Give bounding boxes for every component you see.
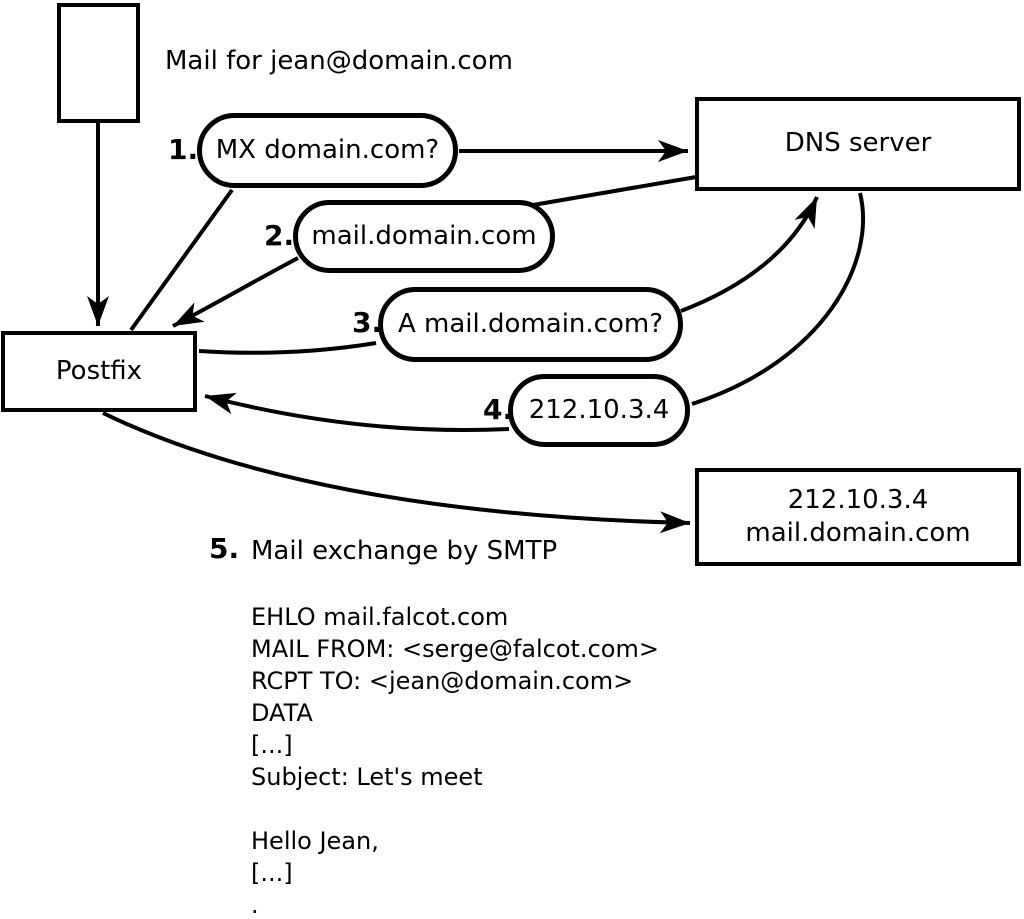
- step-number-3: 3.: [352, 306, 383, 339]
- query-pill-a-label: A mail.domain.com?: [398, 308, 663, 339]
- response-pill-mx-label: mail.domain.com: [311, 220, 537, 251]
- mail-server-hostname: mail.domain.com: [745, 518, 971, 548]
- query-pill-mx-label: MX domain.com?: [215, 134, 440, 165]
- query-pill-a: A mail.domain.com?: [378, 287, 683, 362]
- response-pill-mx: mail.domain.com: [293, 200, 555, 273]
- query-pill-mx: MX domain.com?: [197, 113, 458, 188]
- step-number-1: 1.: [168, 133, 199, 166]
- step-number-5: 5.: [209, 532, 240, 565]
- arrow-query3-to-dns: [680, 196, 819, 313]
- line-postfix-to-query3: [198, 341, 377, 355]
- smtp-session-text: EHLO mail.falcot.com MAIL FROM: <serge@f…: [251, 603, 659, 919]
- step-number-2: 2.: [264, 219, 295, 252]
- line-dns-to-response2: [532, 175, 697, 207]
- response-pill-ip: 212.10.3.4: [508, 374, 690, 447]
- dns-server-label: DNS server: [784, 128, 932, 159]
- response-pill-ip-label: 212.10.3.4: [528, 394, 670, 425]
- mail-server-ip: 212.10.3.4: [787, 485, 929, 515]
- postfix-label: Postfix: [55, 355, 143, 386]
- postfix-node: Postfix: [1, 331, 197, 412]
- line-dns-to-response4: [691, 192, 866, 406]
- mail-note-label: Mail for jean@domain.com: [165, 46, 513, 76]
- smtp-step-label: Mail exchange by SMTP: [251, 536, 558, 566]
- dns-server-node: DNS server: [695, 97, 1021, 191]
- line-postfix-to-query1: [129, 188, 234, 332]
- arrow-response4-to-postfix: [204, 392, 510, 433]
- arrow-postfix-to-mailserver: [102, 411, 691, 534]
- arrow-response2-to-postfix: [172, 256, 299, 328]
- mail-message-icon: [57, 3, 140, 123]
- mail-server-node: 212.10.3.4 mail.domain.com: [695, 468, 1021, 566]
